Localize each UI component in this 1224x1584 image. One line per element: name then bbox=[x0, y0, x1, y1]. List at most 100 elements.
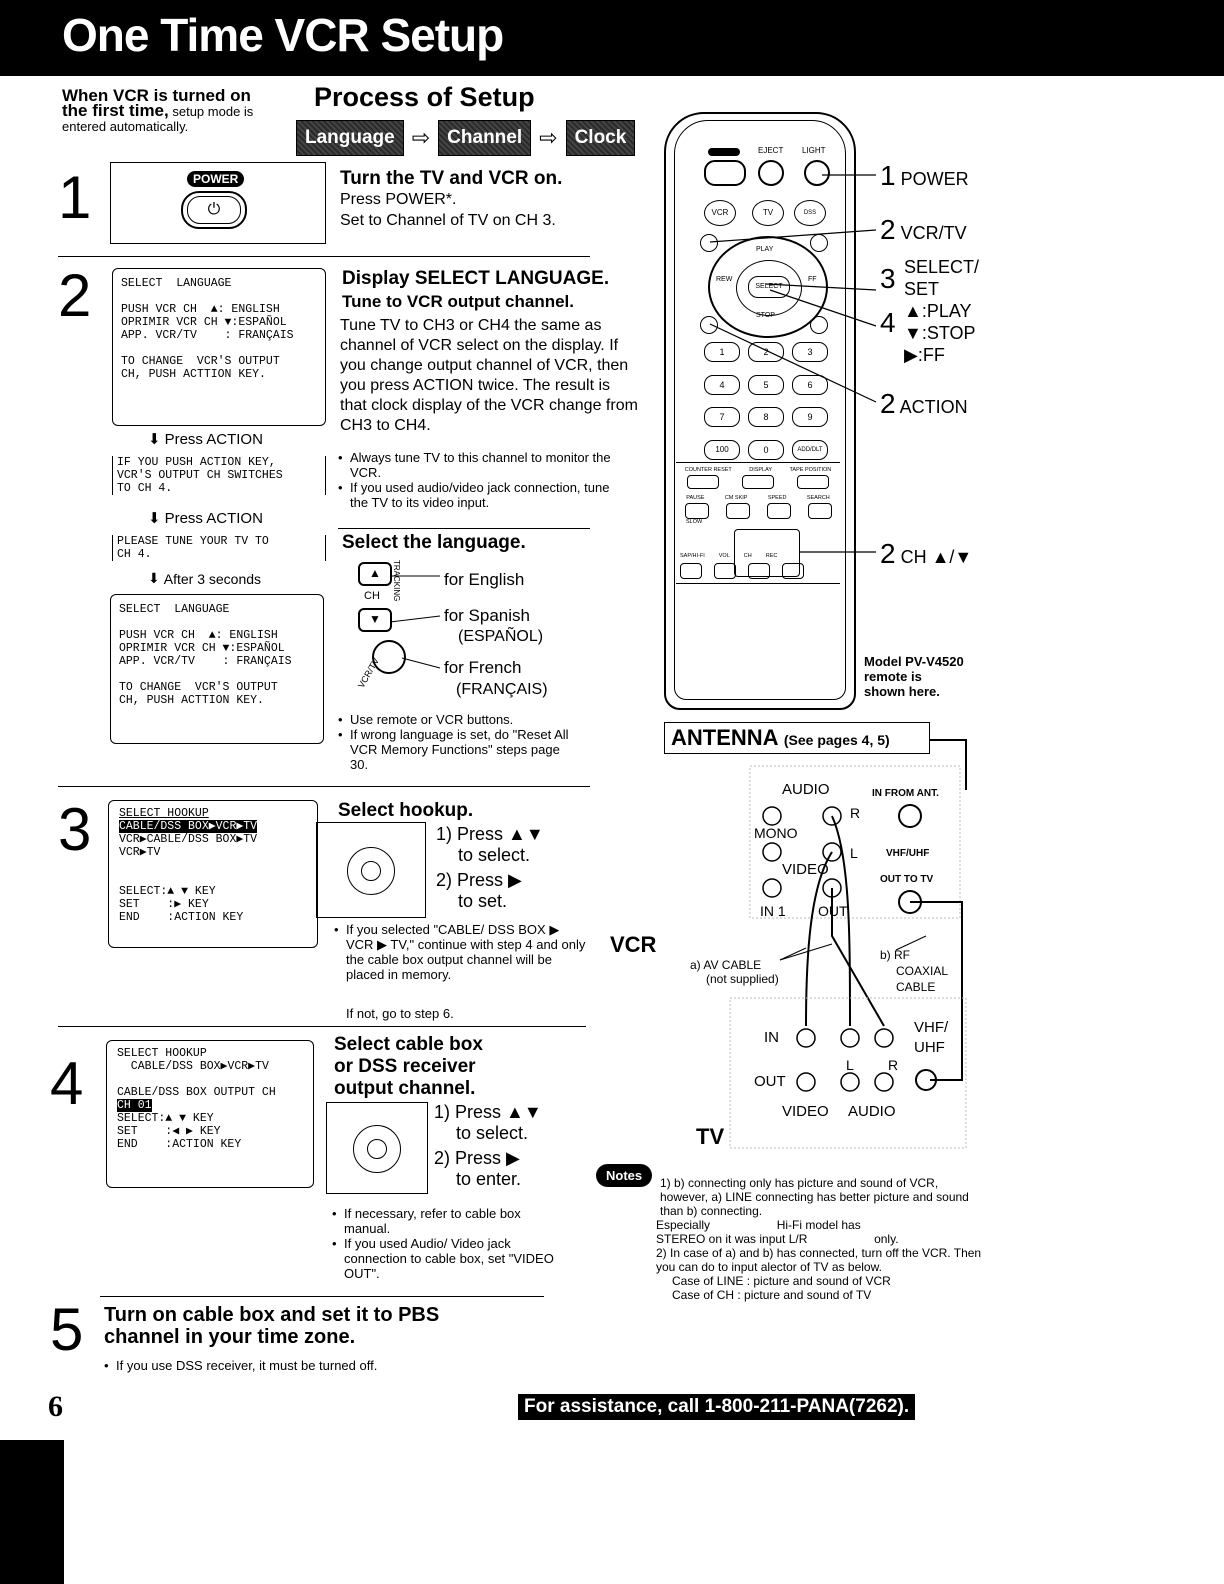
sap-button[interactable] bbox=[680, 563, 702, 579]
step5-title1: Turn on cable box and set it to PBS bbox=[104, 1304, 440, 1326]
key-3[interactable]: 3 bbox=[792, 342, 828, 362]
callout-text: ▲:PLAY bbox=[904, 301, 972, 321]
ff-button[interactable]: FF bbox=[808, 276, 817, 283]
key-9[interactable]: 9 bbox=[792, 407, 828, 427]
remote-inner-outline bbox=[674, 120, 846, 700]
display-button[interactable] bbox=[741, 475, 774, 489]
osd-bottom: SELECT:▲ ▼ KEY SET :◀ ▶ KEY END :ACTION … bbox=[117, 1112, 242, 1151]
step2-bullets-2: Use remote or VCR buttons. If wrong lang… bbox=[338, 712, 578, 772]
key-8[interactable]: 8 bbox=[748, 407, 784, 427]
rf-label-2: COAXIAL bbox=[896, 964, 949, 978]
notes-badge: Notes bbox=[596, 1164, 653, 1187]
rew-button[interactable]: REW bbox=[716, 276, 733, 283]
key-1[interactable]: 1 bbox=[704, 342, 740, 362]
step3-s1b: to select. bbox=[458, 845, 531, 865]
osd-message-1: IF YOU PUSH ACTION KEY, VCR'S OUTPUT CH … bbox=[112, 456, 326, 495]
osd-message-2: PLEASE TUNE YOUR TV TO CH 4. bbox=[112, 535, 326, 561]
speed-button[interactable] bbox=[766, 503, 791, 519]
step3-s1: 1) Press ▲▼ bbox=[436, 824, 544, 844]
remote-nav-inner bbox=[736, 260, 802, 316]
pause-button[interactable] bbox=[684, 503, 709, 519]
vol-down-button[interactable] bbox=[714, 563, 736, 579]
power-label: POWER bbox=[187, 171, 245, 187]
cm-skip-button[interactable] bbox=[725, 503, 750, 519]
select-icon bbox=[361, 861, 381, 881]
for-french: for French bbox=[444, 658, 522, 677]
note-1: 1) b) connecting only has picture and so… bbox=[660, 1176, 969, 1218]
ch-down-remote-button[interactable] bbox=[748, 563, 770, 579]
key-100[interactable]: 100 bbox=[704, 439, 740, 460]
tape-position-button[interactable] bbox=[796, 475, 829, 489]
tv-button[interactable]: TV bbox=[752, 200, 784, 226]
power-button[interactable]: ⏻ bbox=[181, 191, 247, 229]
key-5[interactable]: 5 bbox=[748, 374, 784, 395]
antenna-box: ANTENNA (See pages 4, 5) bbox=[664, 722, 930, 754]
key-0[interactable]: 0 bbox=[748, 439, 784, 460]
step5-title2: channel in your time zone. bbox=[104, 1326, 356, 1348]
action-remote-button[interactable] bbox=[700, 316, 718, 334]
step3-title: Select hookup. bbox=[338, 800, 474, 821]
vcr-tv-button[interactable] bbox=[372, 640, 406, 674]
counter-reset-button[interactable] bbox=[687, 475, 720, 489]
select-button[interactable]: SELECT bbox=[748, 276, 790, 298]
key-4[interactable]: 4 bbox=[704, 374, 740, 395]
cm-skip-label: CM SKIP bbox=[724, 495, 748, 501]
rec-label: REC bbox=[765, 553, 778, 559]
vcr-button[interactable]: VCR bbox=[704, 200, 736, 226]
note-2b: Case of CH : picture and sound of TV bbox=[672, 1288, 872, 1302]
step3-ifnot: If not, go to step 6. bbox=[346, 1006, 454, 1021]
divider bbox=[58, 256, 590, 257]
callout-text: SELECT/ bbox=[904, 257, 980, 277]
callout-select-set: 3 SELECT/ SET bbox=[880, 256, 979, 300]
pause-label: PAUSE bbox=[686, 495, 705, 501]
note-1b: Especially Hi-Fi model has bbox=[656, 1218, 861, 1232]
vcr-audio-label: AUDIO bbox=[782, 781, 830, 798]
light-label: LIGHT bbox=[802, 146, 826, 155]
callout-power: 1 POWER bbox=[880, 160, 969, 192]
header-bar bbox=[0, 0, 1224, 76]
rf-label-3: CABLE bbox=[896, 980, 936, 994]
remote-row2: VCR TV DSS CABLE bbox=[700, 198, 840, 228]
remote-top-row: EJECT LIGHT bbox=[700, 146, 840, 190]
vcr-video-label: VIDEO bbox=[782, 861, 829, 878]
remote-callout-lines bbox=[709, 174, 877, 553]
vcr-tv-remote-button[interactable] bbox=[700, 234, 718, 252]
step3-s2: 2) Press ▶ bbox=[436, 870, 522, 890]
tracking-label: TRACKING bbox=[392, 560, 401, 602]
play-button[interactable]: PLAY bbox=[756, 246, 774, 253]
rec-button[interactable] bbox=[782, 563, 804, 579]
dss-cable-button[interactable]: DSS CABLE bbox=[794, 200, 826, 226]
prog-remote-button[interactable] bbox=[810, 316, 828, 334]
power-label-pill bbox=[708, 148, 740, 156]
av-cable-label: a) AV CABLE bbox=[690, 958, 762, 972]
vcrtv-label: VCR/TV bbox=[355, 656, 382, 690]
intro-line1: When VCR is turned on bbox=[62, 86, 251, 105]
search-button[interactable] bbox=[807, 503, 832, 519]
vcr-out-label: OUT bbox=[818, 903, 848, 919]
model-line2: remote is bbox=[864, 669, 922, 684]
light-button[interactable] bbox=[804, 160, 830, 186]
stop-button[interactable]: STOP bbox=[756, 312, 775, 319]
osd-screen-language-2: SELECT LANGUAGE PUSH VCR CH ▲: ENGLISH O… bbox=[110, 594, 324, 744]
for-spanish: for Spanish bbox=[444, 606, 530, 625]
osd-screen-language: SELECT LANGUAGE PUSH VCR CH ▲: ENGLISH O… bbox=[112, 268, 326, 426]
ch-label: CH bbox=[364, 590, 380, 602]
callout-vcrtv: 2 VCR/TV bbox=[880, 214, 967, 246]
add-dlt-button[interactable]: ADD/DLT bbox=[792, 439, 828, 460]
ch-up-button[interactable]: ▲ bbox=[358, 562, 392, 586]
vcr-l-label: L bbox=[850, 845, 858, 861]
key-2[interactable]: 2 bbox=[748, 342, 784, 362]
key-6[interactable]: 6 bbox=[792, 374, 828, 395]
eject-button[interactable] bbox=[758, 160, 784, 186]
vhf-uhf-label: VHF/UHF bbox=[886, 848, 930, 859]
key-7[interactable]: 7 bbox=[704, 407, 740, 427]
remote-power-button[interactable] bbox=[704, 160, 746, 186]
intro-text: When VCR is turned on the first time, se… bbox=[62, 86, 302, 134]
bullet-item: If you used audio/video jack connection,… bbox=[338, 480, 628, 510]
dpad-diagram-2 bbox=[326, 1102, 428, 1194]
callout-play-stop-ff: 4 ▲:PLAY ▼:STOP ▶:FF bbox=[880, 300, 976, 366]
remote-keypad: 1 2 3 4 5 6 7 8 9 100 0 ADD/DLT bbox=[704, 342, 828, 462]
ch-down-button[interactable]: ▼ bbox=[358, 608, 392, 632]
step5-bullets: If you use DSS receiver, it must be turn… bbox=[104, 1358, 484, 1373]
